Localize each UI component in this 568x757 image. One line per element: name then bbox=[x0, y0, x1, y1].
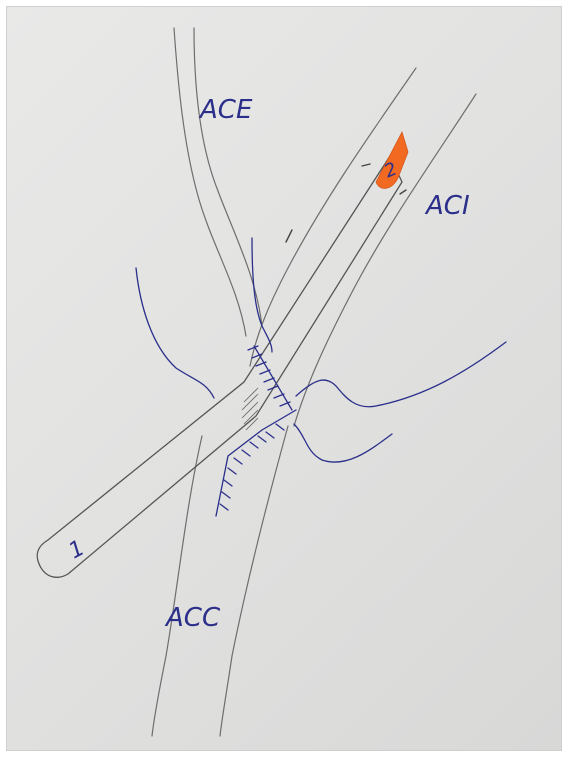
marker-tip: 2 bbox=[376, 132, 408, 188]
arteriotomy-hatching bbox=[242, 388, 258, 430]
vascular-sketch: 2 ACE ACI ACC 1 bbox=[6, 6, 562, 751]
shunt-tube bbox=[37, 156, 402, 577]
aci-label: ACI bbox=[424, 191, 470, 221]
ink-outline bbox=[136, 238, 506, 462]
acc-label: ACC bbox=[164, 603, 221, 633]
sketch-photo: 2 ACE ACI ACC 1 bbox=[6, 6, 562, 751]
ace-vessel bbox=[174, 28, 262, 336]
acc-vessel bbox=[152, 426, 288, 736]
ace-label: ACE bbox=[198, 95, 253, 125]
